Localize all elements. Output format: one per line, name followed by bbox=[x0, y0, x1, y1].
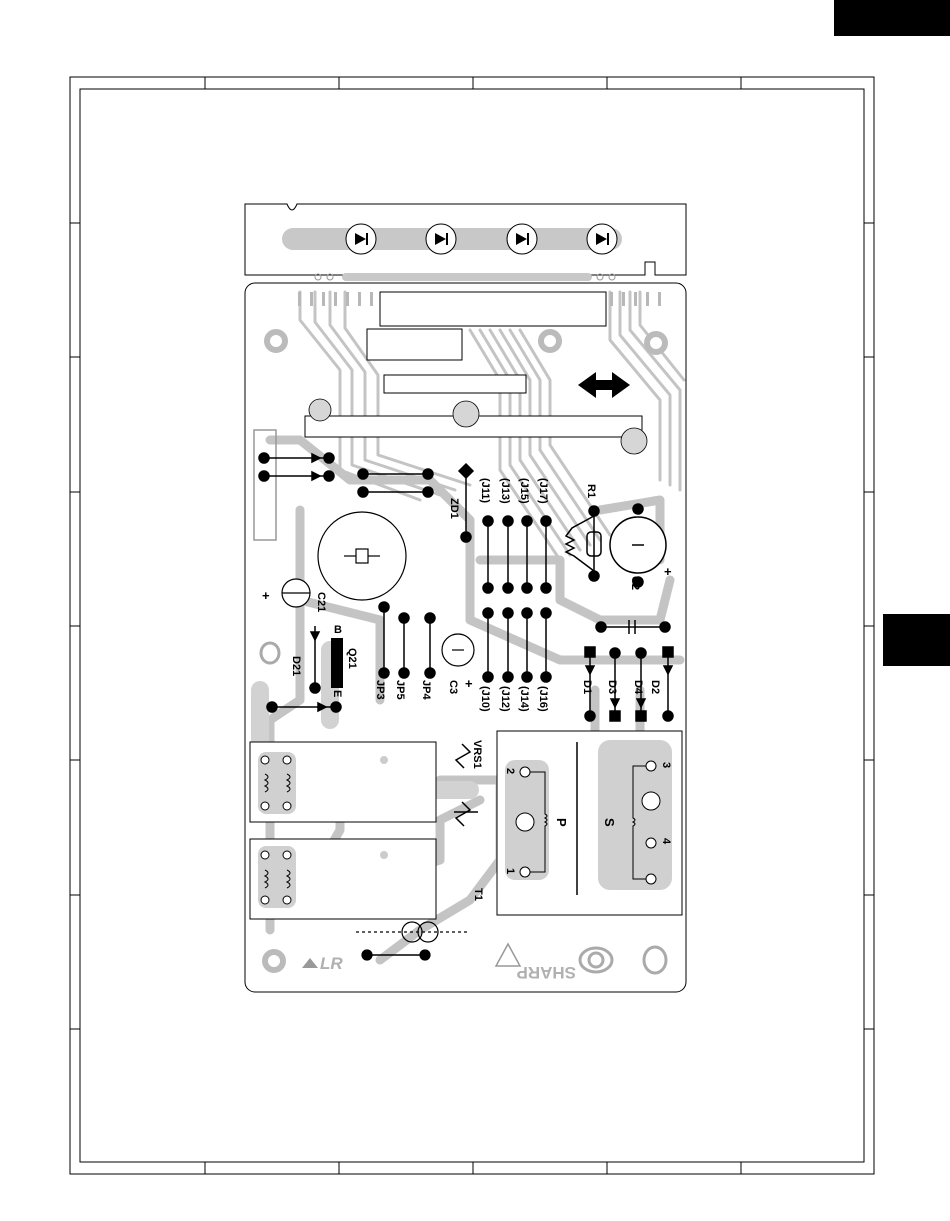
logo-text-lr: LR bbox=[320, 954, 343, 973]
led-2 bbox=[426, 224, 456, 254]
label-jp5: JP5 bbox=[394, 680, 406, 700]
label-jp3: JP3 bbox=[374, 680, 386, 700]
label-t1: T1 bbox=[472, 888, 484, 901]
label-c2: C2 bbox=[629, 576, 641, 590]
ic-outline-3 bbox=[384, 375, 526, 393]
label-d1: D1 bbox=[581, 680, 593, 694]
label-zd1: ZD1 bbox=[448, 498, 460, 519]
label-t1-pin2: 2 bbox=[504, 768, 516, 774]
label-q21-emitter: E bbox=[331, 690, 343, 697]
led-3 bbox=[507, 224, 537, 254]
coil-box-lower bbox=[250, 839, 436, 919]
label-d3: D3 bbox=[606, 680, 618, 694]
label-t1-primary: P bbox=[554, 818, 569, 827]
label-d2: D2 bbox=[649, 680, 661, 694]
label-j17: (J17) bbox=[537, 478, 549, 504]
logo-text-sharp: SHARP bbox=[516, 963, 576, 982]
main-electrolytic-capacitor bbox=[318, 512, 406, 600]
label-c21: C21 bbox=[315, 592, 327, 612]
ic-outline-2 bbox=[367, 329, 462, 360]
label-c3-plus: + bbox=[465, 676, 473, 691]
transformer-t1 bbox=[497, 731, 682, 915]
label-j15: (J15) bbox=[518, 478, 530, 504]
ic-outline-1 bbox=[380, 292, 606, 326]
label-jp4: JP4 bbox=[420, 680, 432, 700]
main-board: ZD1 (J11) (J13) (J15) (J17) (J10) (J12) … bbox=[245, 283, 686, 992]
label-d4: D4 bbox=[632, 680, 644, 695]
label-j10: (J10) bbox=[479, 686, 491, 712]
label-c3: C3 bbox=[447, 680, 459, 694]
label-r1: R1 bbox=[585, 484, 597, 498]
capacitor-c3 bbox=[442, 634, 474, 666]
label-c21-plus: + bbox=[262, 588, 270, 603]
coil-box-upper bbox=[250, 742, 436, 822]
led-strip-board bbox=[245, 204, 686, 281]
label-t1-secondary: S bbox=[602, 818, 617, 827]
led-1 bbox=[346, 224, 376, 254]
label-j14: (J14) bbox=[518, 686, 530, 712]
label-vrs1: VRS1 bbox=[471, 740, 483, 769]
label-j13: (J13) bbox=[499, 478, 511, 504]
label-t1-pin3: 3 bbox=[660, 762, 672, 768]
label-q21: Q21 bbox=[346, 648, 358, 669]
label-q21-base: B bbox=[334, 624, 342, 636]
label-j16: (J16) bbox=[537, 686, 549, 712]
transistor-q21 bbox=[331, 638, 343, 688]
label-t1-pin4: 4 bbox=[660, 838, 672, 845]
label-t1-pin1: 1 bbox=[504, 868, 516, 874]
label-j12: (J12) bbox=[499, 686, 511, 712]
label-d21: D21 bbox=[290, 656, 302, 676]
led-4 bbox=[587, 224, 617, 254]
label-c2-plus: + bbox=[664, 564, 672, 579]
capacitor-c21 bbox=[282, 579, 310, 607]
label-j11: (J11) bbox=[479, 478, 491, 503]
